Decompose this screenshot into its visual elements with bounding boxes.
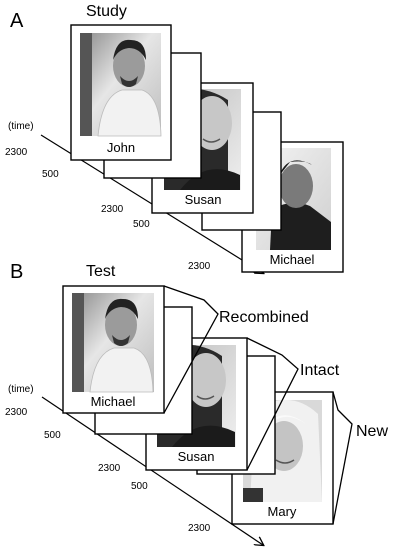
face-name-label: Susan [178,449,215,464]
panel-letter-a: A [10,10,24,32]
category-label-recombined: Recombined [219,309,309,326]
duration-label: 2300 [188,261,211,272]
time-axis-label: (time) [8,121,34,132]
duration-label: 2300 [188,523,211,534]
duration-label: 500 [131,481,148,492]
duration-label: 2300 [5,147,28,158]
duration-label: 500 [44,430,61,441]
male-face-photo-icon [72,293,154,393]
duration-label: 2300 [5,407,28,418]
panel-a: A Study (time) 2300 500 2300 500 2300 Mi… [5,3,344,273]
stimulus-card-michael: Michael [62,285,165,414]
category-label-intact: Intact [300,362,340,379]
stimulus-card-john: John [70,24,172,161]
panel-letter-b: B [10,261,23,283]
face-name-label: John [107,140,135,155]
duration-label: 2300 [98,463,121,474]
face-name-label: Susan [185,192,222,207]
panel-title-study: Study [86,3,127,20]
face-name-label: Michael [270,252,315,267]
face-name-label: Michael [91,394,136,409]
bracket-new [332,391,353,525]
male-face-photo-icon [80,33,162,137]
category-brackets [163,285,353,525]
duration-label: 500 [133,219,150,230]
duration-label: 2300 [101,204,124,215]
time-axis-label: (time) [8,384,34,395]
panel-b: B Test (time) 2300 500 2300 500 2300 Mar… [5,261,388,545]
bracket-intact [246,337,299,471]
duration-label: 500 [42,169,59,180]
face-name-label: Mary [268,504,297,519]
bracket-recombined [163,285,219,414]
panel-title-test: Test [86,263,116,280]
category-label-new: New [356,423,388,440]
time-arrow [41,396,263,545]
